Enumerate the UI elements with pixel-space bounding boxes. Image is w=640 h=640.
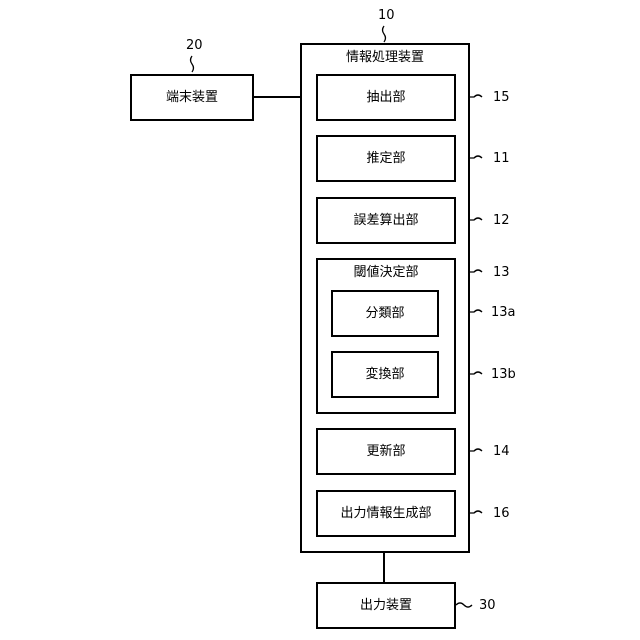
classify-unit-label: 分類部 xyxy=(365,307,404,320)
output-device-label: 出力装置 xyxy=(360,599,412,612)
convert-unit-label: 変換部 xyxy=(365,368,404,381)
leader-10 xyxy=(383,26,386,42)
terminal-device-label: 端末装置 xyxy=(166,91,218,104)
threshold-determination-unit-label: 閾値決定部 xyxy=(318,266,454,279)
update-unit-box: 更新部 xyxy=(316,428,456,475)
ref-output-device: 30 xyxy=(479,599,496,612)
ref-device: 10 xyxy=(378,9,395,22)
terminal-device-box: 端末装置 xyxy=(130,74,254,121)
ref-update: 14 xyxy=(493,445,510,458)
classify-unit-box: 分類部 xyxy=(331,290,439,337)
ref-convert: 13b xyxy=(491,368,516,381)
error-calculation-unit-label: 誤差算出部 xyxy=(353,214,418,227)
output-information-generation-unit-label: 出力情報生成部 xyxy=(340,507,431,520)
ref-classify: 13a xyxy=(491,306,516,319)
extract-unit-label: 抽出部 xyxy=(366,91,405,104)
error-calculation-unit-box: 誤差算出部 xyxy=(316,197,456,244)
leader-20 xyxy=(191,56,194,72)
ref-error-calc: 12 xyxy=(493,214,510,227)
output-information-generation-unit-box: 出力情報生成部 xyxy=(316,490,456,537)
information-processing-device-title: 情報処理装置 xyxy=(302,51,468,64)
ref-estimate: 11 xyxy=(493,152,510,165)
estimate-unit-label: 推定部 xyxy=(366,152,405,165)
convert-unit-box: 変換部 xyxy=(331,351,439,398)
estimate-unit-box: 推定部 xyxy=(316,135,456,182)
output-device-box: 出力装置 xyxy=(316,582,456,629)
extract-unit-box: 抽出部 xyxy=(316,74,456,121)
ref-terminal: 20 xyxy=(186,39,203,52)
ref-threshold: 13 xyxy=(493,266,510,279)
ref-output-info: 16 xyxy=(493,507,510,520)
ref-extract: 15 xyxy=(493,91,510,104)
leader-30 xyxy=(456,603,472,607)
update-unit-label: 更新部 xyxy=(366,445,405,458)
